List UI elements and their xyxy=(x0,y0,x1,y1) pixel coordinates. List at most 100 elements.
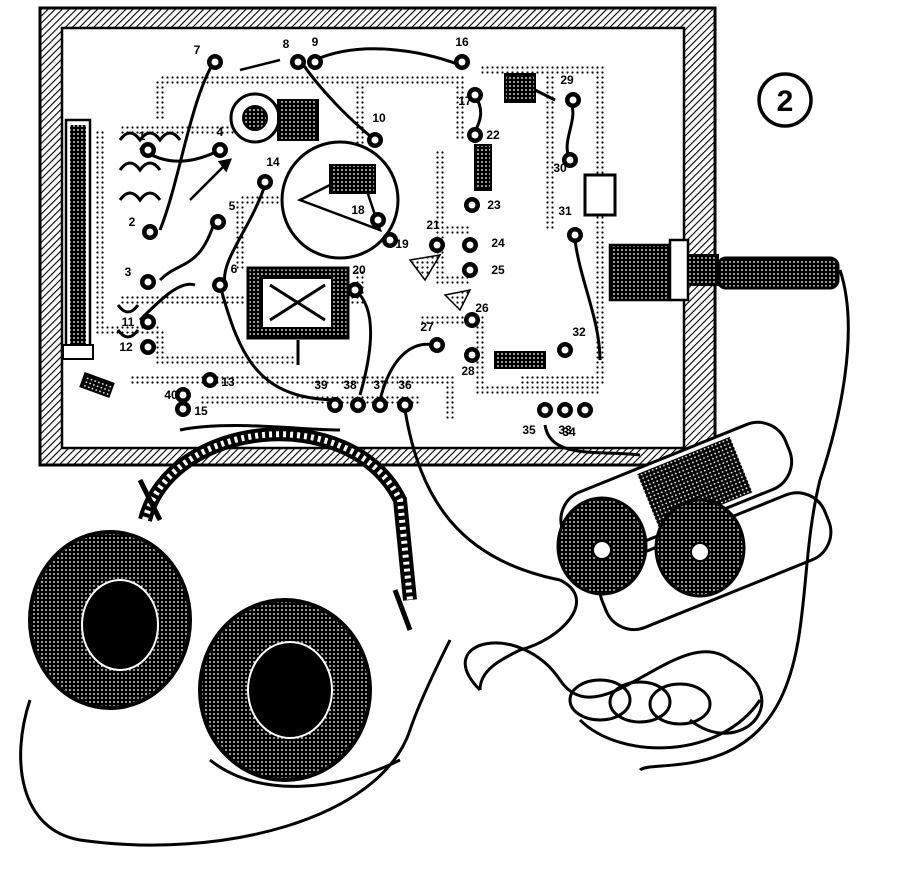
terminal-label: 6 xyxy=(231,262,238,276)
terminal-37: 37 xyxy=(372,378,388,413)
variable-capacitor-dial xyxy=(229,92,319,144)
terminal-post-hole xyxy=(179,391,187,399)
terminal-post-hole xyxy=(371,136,379,144)
terminal-17: 17 xyxy=(458,87,483,108)
terminal-post-hole xyxy=(581,406,589,414)
terminal-label: 12 xyxy=(119,340,133,354)
terminal-post-hole xyxy=(433,241,441,249)
terminal-35: 35 xyxy=(522,402,553,437)
terminal-post-hole xyxy=(351,286,359,294)
terminal-post-hole xyxy=(376,401,384,409)
terminal-post-hole xyxy=(386,236,394,244)
terminal-label: 33 xyxy=(558,423,572,437)
terminal-label: 19 xyxy=(395,237,409,251)
terminal-18: 18 xyxy=(351,203,386,228)
terminal-post-hole xyxy=(401,401,409,409)
crystal-detector xyxy=(504,73,556,103)
tuning-arrows xyxy=(189,58,281,201)
terminal-14: 14 xyxy=(257,155,280,190)
terminal-post-hole xyxy=(144,343,152,351)
loading-coil xyxy=(116,131,182,339)
terminal-post-hole xyxy=(471,91,479,99)
terminal-label: 17 xyxy=(458,94,472,108)
terminal-post-hole xyxy=(206,376,214,384)
terminal-label: 8 xyxy=(283,37,290,51)
terminal-post-hole xyxy=(216,146,224,154)
terminal-23: 23 xyxy=(464,197,501,213)
terminal-label: 22 xyxy=(486,128,500,142)
terminal-post-hole xyxy=(468,351,476,359)
terminal-34: 34 xyxy=(557,402,576,439)
headphones xyxy=(28,427,417,782)
wires xyxy=(19,47,850,847)
terminal-label: 13 xyxy=(221,375,235,389)
terminal-label: 1 xyxy=(139,129,146,143)
terminal-post-hole xyxy=(331,401,339,409)
terminal-label: 29 xyxy=(560,73,574,87)
terminal-post-hole xyxy=(354,401,362,409)
terminal-label: 27 xyxy=(420,320,434,334)
terminal-label: 20 xyxy=(352,263,366,277)
terminal-33: 33 xyxy=(558,402,593,437)
terminal-label: 5 xyxy=(229,199,236,213)
terminal-post-hole xyxy=(311,58,319,66)
terminal-post-hole xyxy=(144,278,152,286)
terminal-label: 7 xyxy=(194,43,201,57)
terminal-24: 24 xyxy=(462,236,505,253)
terminal-7: 7 xyxy=(194,43,223,70)
terminal-label: 39 xyxy=(314,378,328,392)
terminal-label: 24 xyxy=(491,236,505,250)
terminal-label: 25 xyxy=(491,263,505,277)
terminal-post-hole xyxy=(216,281,224,289)
terminal-post-hole xyxy=(466,266,474,274)
variable-capacitor-rotor xyxy=(280,140,400,260)
terminal-label: 36 xyxy=(398,378,412,392)
relay-transformer xyxy=(246,266,350,365)
coiled-cord xyxy=(463,641,764,750)
terminal-post-hole xyxy=(294,58,302,66)
terminal-post-hole xyxy=(179,405,187,413)
terminal-32: 32 xyxy=(557,325,586,358)
terminal-4: 4 xyxy=(212,125,228,158)
terminal-26: 26 xyxy=(464,301,489,328)
terminal-post-hole xyxy=(211,58,219,66)
terminal-15: 15 xyxy=(175,401,208,418)
terminal-post-hole xyxy=(146,228,154,236)
terminal-post-hole xyxy=(541,406,549,414)
terminal-label: 34 xyxy=(562,425,576,439)
terminal-31: 31 xyxy=(558,204,583,243)
terminal-27: 27 xyxy=(420,320,445,353)
figure-number-badge: 2 xyxy=(757,72,813,128)
terminal-post-hole xyxy=(569,96,577,104)
terminal-13: 13 xyxy=(202,372,235,389)
terminal-22: 22 xyxy=(467,127,500,143)
terminal-post-hole xyxy=(466,241,474,249)
terminal-post-hole xyxy=(561,406,569,414)
terminal-label: 38 xyxy=(343,378,357,392)
terminal-post-hole xyxy=(374,216,382,224)
terminal-post-hole xyxy=(468,201,476,209)
terminal-label: 4 xyxy=(217,125,224,139)
terminal-label: 11 xyxy=(122,315,135,329)
terminal-label: 16 xyxy=(455,35,469,49)
terminal-30: 30 xyxy=(553,152,578,175)
terminal-label: 23 xyxy=(487,198,501,212)
terminal-post-hole xyxy=(561,346,569,354)
battery-pair xyxy=(556,420,833,632)
terminal-post-hole xyxy=(458,58,466,66)
terminal-12: 12 xyxy=(119,339,156,355)
plug-handle xyxy=(716,256,840,290)
terminal-36: 36 xyxy=(397,378,413,413)
terminal-post-hole xyxy=(566,156,574,164)
terminal-label: 31 xyxy=(558,204,572,218)
terminal-21: 21 xyxy=(426,218,445,253)
tuning-coil xyxy=(62,118,94,360)
terminal-post-hole xyxy=(468,316,476,324)
terminal-8: 8 xyxy=(283,37,306,70)
terminal-29: 29 xyxy=(560,73,581,108)
terminal-label: 37 xyxy=(373,378,387,392)
terminal-10: 10 xyxy=(367,111,386,148)
terminal-2: 2 xyxy=(129,215,158,240)
terminal-label: 3 xyxy=(125,265,132,279)
